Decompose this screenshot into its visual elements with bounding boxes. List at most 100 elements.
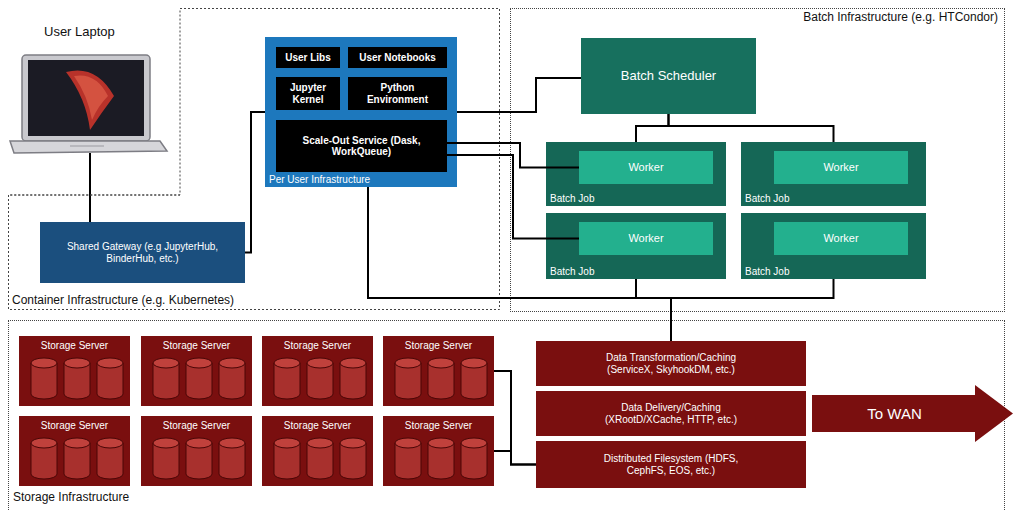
disk-cylinder bbox=[428, 438, 454, 479]
worker-box: Worker bbox=[579, 222, 713, 255]
storage-server-box: Storage Server bbox=[19, 416, 130, 486]
disk-cylinders bbox=[383, 356, 494, 404]
region-label: Batch Infrastructure (e.g. HTCondor) bbox=[803, 11, 998, 25]
region-label: Storage Server bbox=[141, 340, 252, 352]
disk-cylinders bbox=[19, 436, 130, 484]
disk-cylinder bbox=[64, 438, 90, 479]
component-box: Scale-Out Service (Dask, WorkQueue) bbox=[276, 120, 447, 172]
box-label: Worker bbox=[628, 232, 663, 245]
region-label: Batch Job bbox=[550, 266, 594, 278]
disk-cylinder bbox=[395, 358, 421, 399]
disk-cylinders bbox=[262, 436, 373, 484]
storage-server-box: Storage Server bbox=[262, 336, 373, 406]
storage-server-box: Storage Server bbox=[383, 336, 494, 406]
batch-job-box: Batch Job Worker bbox=[546, 213, 726, 279]
component-box: User Notebooks bbox=[348, 47, 447, 68]
infrastructure-region: Container Infrastructure (e.g. Kubernete… bbox=[8, 8, 500, 310]
connector-line bbox=[447, 143, 579, 168]
box-label: Data Transformation/Caching (ServiceX, S… bbox=[596, 352, 746, 375]
box-label: Worker bbox=[823, 232, 858, 245]
disk-cylinder bbox=[428, 358, 454, 399]
disk-cylinder bbox=[97, 358, 123, 399]
disk-cylinders bbox=[141, 436, 252, 484]
box-label: Python Environment bbox=[352, 82, 443, 105]
disk-cylinder bbox=[274, 438, 300, 479]
storage-server-box: Storage Server bbox=[262, 416, 373, 486]
storage-server-box: Storage Server bbox=[141, 416, 252, 486]
disk-cylinder bbox=[307, 358, 333, 399]
device-label: User Laptop bbox=[44, 24, 115, 39]
disk-cylinder bbox=[340, 438, 366, 479]
worker-box: Worker bbox=[774, 222, 908, 255]
disk-cylinder bbox=[219, 438, 245, 479]
disk-cylinder bbox=[186, 438, 212, 479]
box-label: To WAN bbox=[867, 405, 921, 422]
connector-line bbox=[671, 279, 834, 341]
storage-server-box: Storage Server bbox=[19, 336, 130, 406]
infrastructure-region: Batch Infrastructure (e.g. HTCondor) Batc… bbox=[510, 8, 1005, 312]
disk-cylinder bbox=[153, 438, 179, 479]
region-label: Storage Server bbox=[262, 420, 373, 432]
disk-cylinder bbox=[97, 438, 123, 479]
disk-cylinder bbox=[461, 438, 487, 479]
connector-line bbox=[669, 114, 834, 142]
box-label: Worker bbox=[823, 161, 858, 174]
scheduler-box: Batch Scheduler bbox=[581, 38, 756, 114]
region-label: Container Infrastructure (e.g. Kubernete… bbox=[12, 294, 234, 308]
region-label: Batch Job bbox=[550, 193, 594, 205]
component-box: Jupyter Kernel bbox=[276, 77, 340, 110]
box-label: Data Delivery/Caching (XRootD/XCache, HT… bbox=[596, 402, 746, 425]
batch-job-box: Batch Job Worker bbox=[741, 213, 926, 279]
disk-cylinder bbox=[219, 358, 245, 399]
connector-line bbox=[447, 155, 579, 239]
box-label: Distributed Filesystem (HDFS, CephFS, EO… bbox=[604, 453, 739, 476]
disk-cylinder bbox=[31, 438, 57, 479]
laptop-region-border bbox=[8, 195, 180, 196]
disk-cylinders bbox=[141, 356, 252, 404]
wan-arrow: To WAN bbox=[812, 385, 1013, 442]
disk-cylinder bbox=[395, 438, 421, 479]
box-label: Jupyter Kernel bbox=[280, 82, 336, 105]
box-label: Batch Scheduler bbox=[621, 69, 716, 84]
box-label: User Notebooks bbox=[359, 52, 436, 64]
disk-cylinder bbox=[274, 358, 300, 399]
component-box: Python Environment bbox=[348, 77, 447, 110]
region-label: Storage Server bbox=[19, 420, 130, 432]
disk-cylinders bbox=[19, 356, 130, 404]
disk-cylinder bbox=[153, 358, 179, 399]
connector-line bbox=[494, 371, 536, 465]
connector-line bbox=[636, 279, 671, 341]
disk-cylinder bbox=[31, 358, 57, 399]
connector-line bbox=[636, 114, 669, 142]
box-label: Worker bbox=[628, 161, 663, 174]
region-label: Batch Job bbox=[745, 193, 789, 205]
service-box: Distributed Filesystem (HDFS, CephFS, EO… bbox=[536, 441, 806, 488]
disk-cylinder bbox=[461, 358, 487, 399]
user-infrastructure-box: Per User Infrastructure User Libs User Not… bbox=[265, 37, 457, 187]
region-label: Storage Server bbox=[141, 420, 252, 432]
laptop-wire bbox=[89, 153, 91, 222]
region-label: Storage Server bbox=[262, 340, 373, 352]
region-label: Batch Job bbox=[745, 266, 789, 278]
disk-cylinders bbox=[262, 356, 373, 404]
component-box: User Libs bbox=[276, 47, 340, 68]
worker-box: Worker bbox=[774, 151, 908, 184]
region-label: Storage Infrastructure bbox=[13, 491, 129, 505]
region-label: Storage Server bbox=[383, 420, 494, 432]
disk-cylinder bbox=[186, 358, 212, 399]
region-label: Per User Infrastructure bbox=[269, 174, 370, 186]
disk-cylinder bbox=[340, 358, 366, 399]
disk-cylinder bbox=[307, 438, 333, 479]
connector-line bbox=[457, 78, 581, 112]
service-box: Data Delivery/Caching (XRootD/XCache, HT… bbox=[536, 391, 806, 436]
worker-box: Worker bbox=[579, 151, 713, 184]
batch-job-box: Batch Job Worker bbox=[741, 142, 926, 206]
box-label: Scale-Out Service (Dask, WorkQueue) bbox=[287, 135, 437, 158]
storage-server-box: Storage Server bbox=[141, 336, 252, 406]
gateway-box: Shared Gateway (e.g JupyterHub, BinderHu… bbox=[40, 222, 245, 283]
box-label: Shared Gateway (e.g JupyterHub, BinderHu… bbox=[53, 241, 233, 264]
storage-server-box: Storage Server bbox=[383, 416, 494, 486]
region-label: Storage Server bbox=[19, 340, 130, 352]
